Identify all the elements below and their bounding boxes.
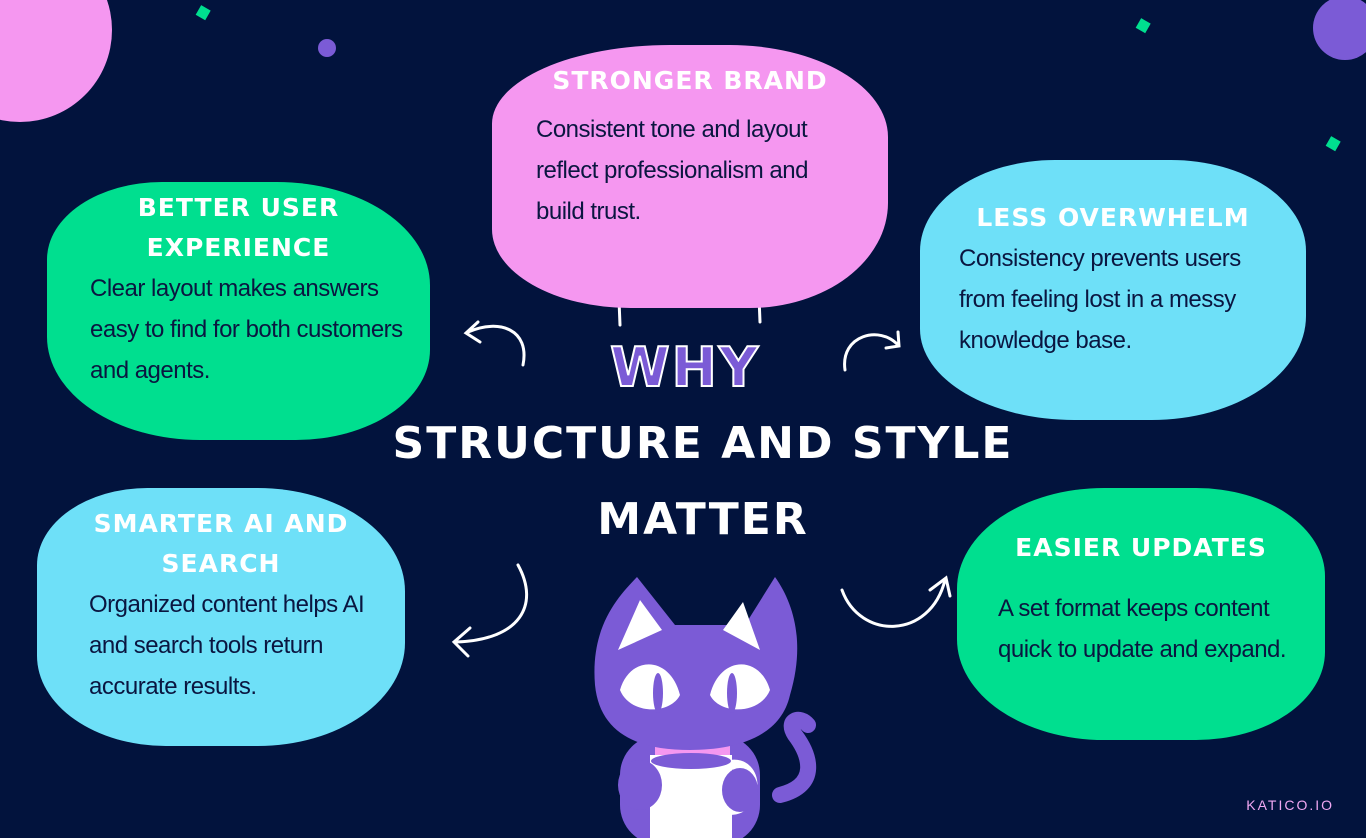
card-heading: EASIER UPDATES <box>1015 533 1267 562</box>
card-text: Organized content helps AI and search to… <box>89 591 365 700</box>
square-decoration <box>1135 18 1151 34</box>
purple-circle-decoration <box>1313 0 1366 60</box>
card-easier-updates: EASIER UPDATES A set format keeps conten… <box>957 488 1325 740</box>
footer-brand[interactable]: KATICO.IO <box>1246 797 1334 813</box>
arrow-curve-icon <box>840 575 952 628</box>
arrow-curve-icon <box>451 563 528 658</box>
pink-circle-decoration <box>0 0 112 122</box>
card-text: A set format keeps content quick to upda… <box>998 595 1287 663</box>
card-better-user-experience: BETTER USER EXPERIENCE Clear layout make… <box>47 182 430 440</box>
card-smarter-ai: SMARTER AI AND SEARCH Organized content … <box>37 488 405 746</box>
arrow-curve-icon <box>463 320 526 367</box>
card-heading: BETTER USER EXPERIENCE <box>137 193 340 262</box>
card-stronger-brand: STRONGER BRAND Consistent tone and layou… <box>492 45 888 308</box>
why-title: WHY <box>609 336 760 399</box>
card-heading: SMARTER AI AND SEARCH <box>93 509 349 578</box>
card-heading: LESS OVERWHELM <box>976 203 1250 232</box>
cat-mascot-illustration <box>594 577 817 838</box>
dot-decoration <box>318 39 336 57</box>
card-text: Consistent tone and layout reflect profe… <box>536 116 808 225</box>
card-heading: STRONGER BRAND <box>552 66 828 95</box>
title-line-2: MATTER <box>597 494 809 545</box>
card-less-overwhelm: LESS OVERWHELM Consistency prevents user… <box>920 160 1306 420</box>
arrow-curve-icon <box>843 330 901 372</box>
card-text: Consistency prevents users from feeling … <box>959 245 1241 354</box>
square-decoration <box>1325 136 1341 152</box>
card-text: Clear layout makes answers easy to find … <box>90 275 403 384</box>
square-decoration <box>195 5 211 21</box>
title-line-1: STRUCTURE AND STYLE <box>392 418 1014 469</box>
